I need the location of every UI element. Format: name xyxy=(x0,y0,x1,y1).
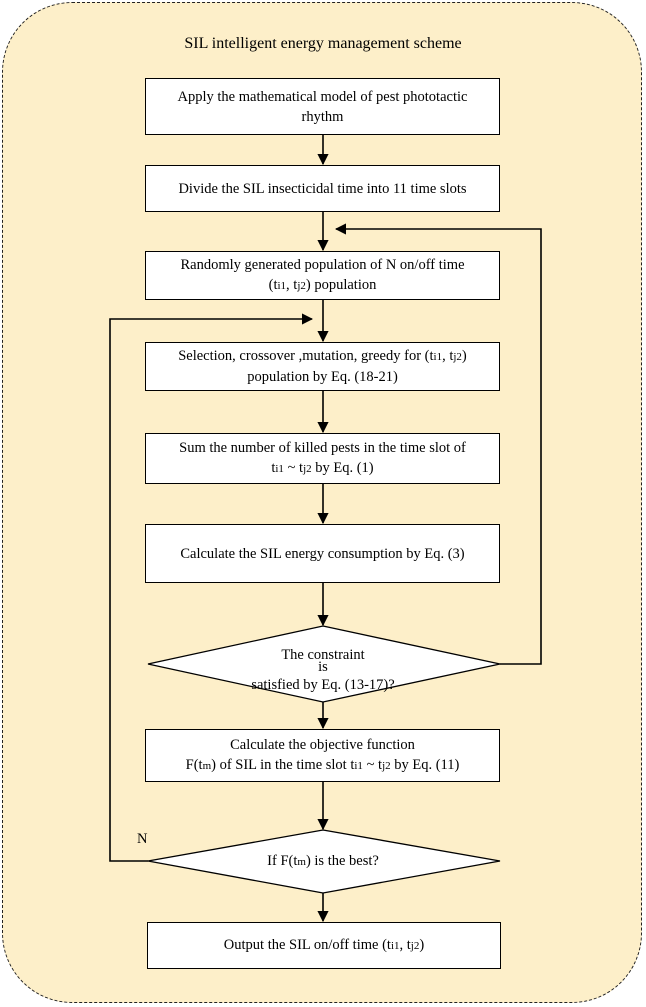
decision-constraint-line2: is xyxy=(318,659,328,675)
decision-d2-shape xyxy=(147,829,501,894)
step-divide-time: Divide the SIL insecticidal time into 11… xyxy=(145,165,500,212)
step-sum-killed-pests: Sum the number of killed pests in the ti… xyxy=(145,433,500,484)
d2-sub-m: m xyxy=(297,856,306,868)
d2-post: ) is the best? xyxy=(305,853,379,869)
s5-sub-j2: j2 xyxy=(303,463,312,475)
s4-close: ) xyxy=(461,348,467,364)
s7-sub-j2: j2 xyxy=(382,760,391,772)
step-apply-model-line2: rhythm xyxy=(301,108,344,125)
s7-f-mid: ) of SIL in the time slot t xyxy=(211,757,355,773)
s8-comma: , t xyxy=(399,937,411,953)
s7-rest: by Eq. (11) xyxy=(390,757,460,773)
step-energy-consumption: Calculate the SIL energy consumption by … xyxy=(145,524,500,583)
step-random-population: Randomly generated population of N on/of… xyxy=(145,251,500,300)
s3-close: ) population xyxy=(305,277,377,293)
s7-sub-i1: i1 xyxy=(354,760,363,772)
step-objective-function-line1: Calculate the objective function xyxy=(230,737,415,753)
s8-close: ) xyxy=(419,937,425,953)
s4-sub-j2: j2 xyxy=(453,351,462,363)
s7-sub-m: m xyxy=(202,760,212,772)
s8-sub-i1: i1 xyxy=(390,940,400,952)
decision-d1-shape xyxy=(147,625,501,703)
s3-sub-j2: j2 xyxy=(297,280,306,292)
step-apply-model-line1: Apply the mathematical model of pest pho… xyxy=(177,88,468,105)
step-genetic-ops: Selection, crossover ,mutation, greedy f… xyxy=(145,342,500,391)
s7-tilde: ~ t xyxy=(362,757,383,773)
decision-constraint-line1: The constraint xyxy=(281,647,365,663)
step-sum-killed-pests-line1: Sum the number of killed pests in the ti… xyxy=(179,440,466,456)
step-objective-function: Calculate the objective function F(tm) o… xyxy=(145,729,500,782)
s3-open: (t xyxy=(268,277,278,293)
s4-sub-i1: i1 xyxy=(433,351,443,363)
s3-sub-i1: i1 xyxy=(277,280,287,292)
step-sum-killed-pests-line2: ti1 ~ tj2 by Eq. (1) xyxy=(271,458,373,479)
s5-tilde: ~ t xyxy=(283,460,304,476)
s8-pre: Output the SIL on/off time (t xyxy=(223,937,391,953)
d2-pre: If F(t xyxy=(267,853,298,869)
step-output-onoff-line1: Output the SIL on/off time (ti1, tj2) xyxy=(224,935,424,956)
step-energy-consumption-line1: Calculate the SIL energy consumption by … xyxy=(180,545,465,562)
s8-sub-j2: j2 xyxy=(410,940,420,952)
step-random-population-line2: (ti1, tj2) population xyxy=(269,275,377,296)
step-genetic-ops-line1: Selection, crossover ,mutation, greedy f… xyxy=(178,346,467,367)
decision-best: If F(tm) is the best? xyxy=(198,851,448,872)
decision-constraint: The constraint is satisfied by Eq. (13-1… xyxy=(198,645,448,695)
s4-comma: , t xyxy=(442,348,454,364)
step-output-onoff: Output the SIL on/off time (ti1, tj2) xyxy=(147,922,501,969)
step-divide-time-line1: Divide the SIL insecticidal time into 11… xyxy=(178,180,467,197)
step-apply-model: Apply the mathematical model of pest pho… xyxy=(145,78,500,135)
decision-constraint-line3: satisfied by Eq. (13-17)? xyxy=(251,677,395,693)
loop-constraint-back xyxy=(334,223,542,665)
s7-f-pre: F(t xyxy=(185,757,203,773)
s5-rest: by Eq. (1) xyxy=(311,460,374,476)
s4-pre: Selection, crossover ,mutation, greedy f… xyxy=(178,348,434,364)
label-no: N xyxy=(137,831,148,847)
s3-comma: , t xyxy=(286,277,298,293)
step-random-population-line1: Randomly generated population of N on/of… xyxy=(180,257,465,273)
s5-t: t xyxy=(271,460,276,476)
step-objective-function-line2: F(tm) of SIL in the time slot ti1 ~ tj2 … xyxy=(186,755,460,776)
step-genetic-ops-line2: population by Eq. (18-21) xyxy=(247,369,398,385)
loop-not-best-back xyxy=(109,313,314,862)
s5-sub-i1: i1 xyxy=(275,463,284,475)
diagram-title: SIL intelligent energy management scheme xyxy=(184,35,462,52)
